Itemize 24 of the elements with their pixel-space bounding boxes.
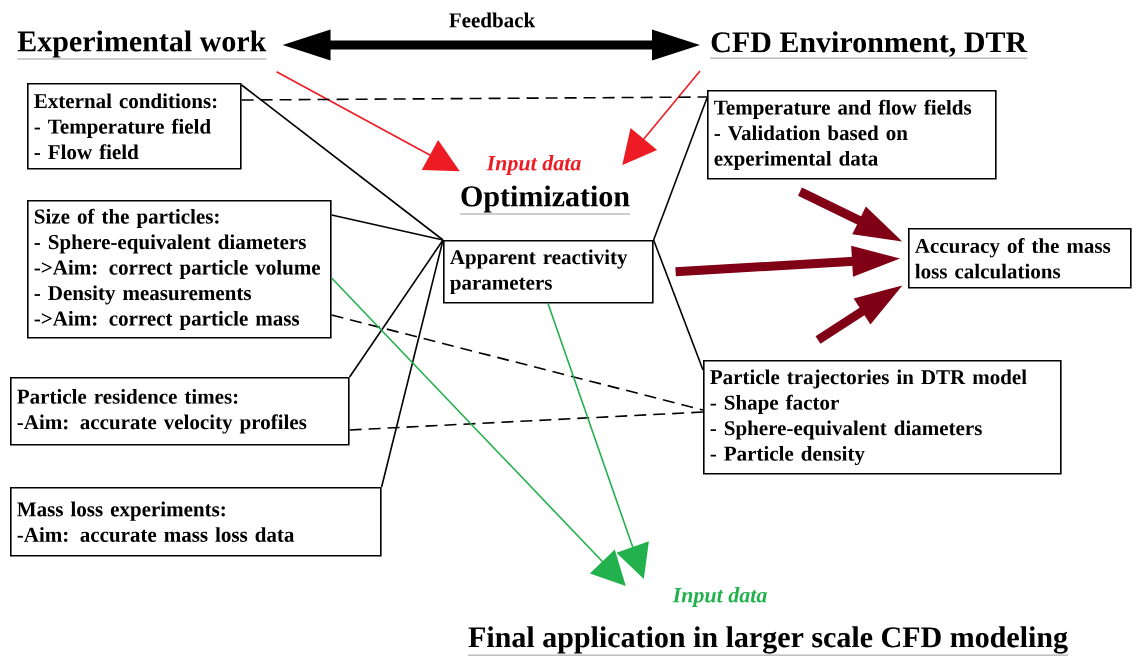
text-box: External conditions: - Temperature field - Flow field	[27, 83, 242, 170]
text-box: Apparent reactivity parameters	[443, 240, 654, 304]
heading: Experimental work	[17, 30, 267, 60]
annotation: Input data	[486, 155, 581, 175]
text-box: Particle trajectories in DTR model - Shape factor - Sphere-equivalent diameters - Particle density	[703, 360, 1062, 475]
text-box: Mass loss experiments: -Aim: accurate mass loss data	[10, 487, 382, 557]
dashed-line	[330, 314, 704, 411]
connector-line	[380, 239, 444, 488]
text-box: Particle residence times: -Aim: accurate velocity profiles	[10, 377, 350, 446]
heading: Final application in larger scale CFD modeling	[467, 626, 1069, 656]
connector-line	[652, 239, 704, 371]
connector-line	[330, 214, 444, 241]
connector-line	[240, 84, 444, 241]
heading: CFD Environment, DTR	[710, 31, 1028, 59]
connector-line	[348, 239, 444, 378]
dashed-line	[348, 411, 704, 431]
text-box: Accuracy of the mass loss calculations	[908, 228, 1132, 289]
text-box: Temperature and flow fields - Validation based on experimental data	[707, 90, 997, 180]
arrow	[275, 71, 460, 172]
annotation: Input data	[672, 587, 767, 607]
heading: Optimization	[459, 185, 631, 215]
text-box: Size of the particles: - Sphere-equivalent diameters ->Aim: correct particle volume - Density measurements ->Aim: correct particle mass	[27, 200, 332, 339]
dashed-line	[240, 96, 708, 101]
connector-line	[652, 97, 708, 241]
